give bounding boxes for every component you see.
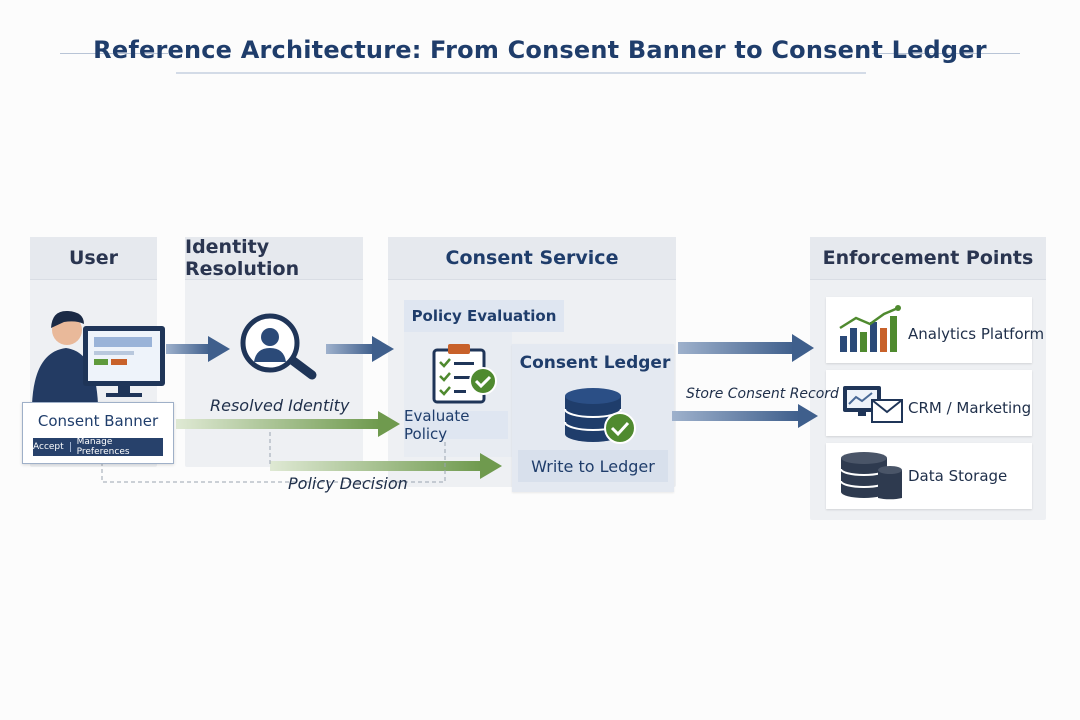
identity-column-header: Identity Resolution bbox=[185, 236, 363, 280]
consent-ledger-title: Consent Ledger bbox=[519, 353, 671, 373]
title-bar: Reference Architecture: From Consent Ban… bbox=[0, 0, 1080, 110]
analytics-platform-card: Analytics Platform bbox=[826, 297, 1044, 363]
data-storage-card: Data Storage bbox=[826, 443, 1032, 509]
button-separator bbox=[69, 442, 71, 452]
analytics-platform-label: Analytics Platform bbox=[908, 325, 1045, 343]
consent-banner-actions: Accept Manage Preferences bbox=[33, 437, 163, 457]
policy-evaluation-header: Policy Evaluation bbox=[404, 300, 564, 332]
write-to-ledger-pill: Write to Ledger bbox=[518, 450, 668, 482]
evaluate-policy-pill: Evaluate Policy bbox=[404, 407, 508, 443]
data-storage-label: Data Storage bbox=[908, 467, 1008, 485]
store-consent-record-label: Store Consent Record bbox=[686, 386, 839, 402]
title-underline bbox=[176, 72, 866, 74]
diagram-title: Reference Architecture: From Consent Ban… bbox=[93, 36, 987, 64]
user-column-header: User bbox=[30, 237, 157, 280]
title-rule-left bbox=[60, 53, 168, 54]
accept-button[interactable]: Accept bbox=[33, 442, 64, 452]
enforcement-header: Enforcement Points bbox=[810, 237, 1046, 280]
identity-column: Identity Resolution bbox=[185, 236, 363, 467]
title-rule-right bbox=[872, 53, 1020, 54]
consent-banner: Consent Banner Accept Manage Preferences bbox=[22, 402, 174, 464]
store-consent-arrow bbox=[672, 404, 818, 428]
manage-preferences-button[interactable]: Manage Preferences bbox=[76, 437, 130, 457]
consent-to-enforcement-arrow bbox=[678, 334, 814, 362]
consent-banner-title: Consent Banner bbox=[37, 412, 159, 430]
crm-marketing-card: CRM / Marketing bbox=[826, 370, 1032, 436]
resolved-identity-label: Resolved Identity bbox=[210, 396, 350, 415]
policy-decision-label: Policy Decision bbox=[288, 474, 408, 493]
crm-marketing-label: CRM / Marketing bbox=[908, 399, 1032, 417]
consent-service-header: Consent Service bbox=[388, 237, 676, 280]
